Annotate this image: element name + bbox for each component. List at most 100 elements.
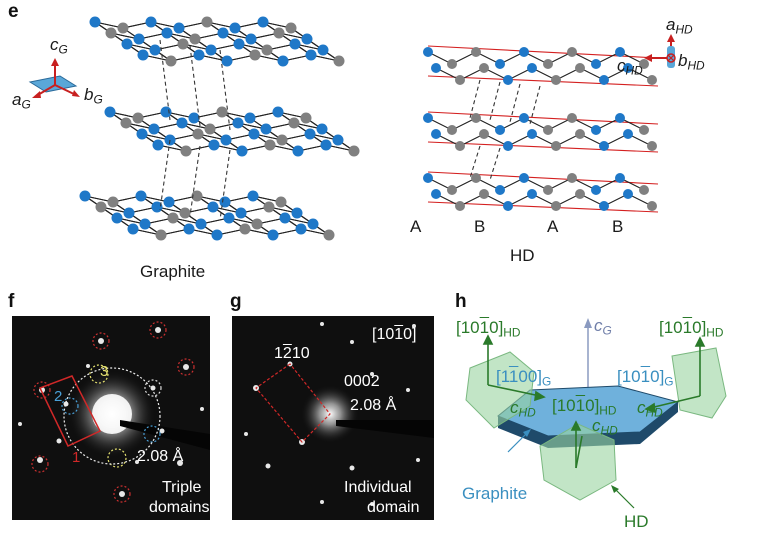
- atom: [216, 106, 228, 118]
- atom: [233, 38, 245, 50]
- atom: [276, 134, 288, 146]
- caption-g-line1: Individual: [344, 479, 412, 496]
- atom: [479, 189, 489, 199]
- atom: [133, 33, 145, 45]
- atom: [247, 190, 259, 202]
- atom: [135, 190, 147, 202]
- atom: [179, 207, 191, 219]
- atom: [277, 55, 289, 67]
- atom: [195, 218, 207, 230]
- bond: [159, 139, 171, 211]
- atom: [503, 75, 513, 85]
- atom: [317, 44, 329, 56]
- atom: [503, 141, 513, 151]
- atom: [257, 16, 269, 28]
- atom: [292, 145, 304, 157]
- atom: [300, 112, 312, 124]
- atom: [289, 38, 301, 50]
- atom: [348, 145, 360, 157]
- atom: [455, 201, 465, 211]
- atom: [132, 112, 144, 124]
- atom: [89, 16, 101, 28]
- atom: [251, 218, 263, 230]
- atom: [279, 212, 291, 224]
- atom: [431, 189, 441, 199]
- atom: [239, 223, 251, 235]
- axis-label-chd-center: cHD: [592, 416, 618, 438]
- atom: [447, 125, 457, 135]
- atom: [647, 75, 657, 85]
- atom: [639, 125, 649, 135]
- atom: [177, 38, 189, 50]
- graphite-axes-icon: [28, 58, 80, 98]
- graphite-lattice: [79, 16, 360, 241]
- atom: [623, 189, 633, 199]
- atom: [471, 113, 481, 123]
- hd-label: HD: [510, 246, 535, 265]
- axis-label-bhd: bHD: [678, 51, 705, 73]
- atom: [291, 207, 303, 219]
- atom: [221, 55, 233, 67]
- graphite-label: Graphite: [140, 262, 206, 281]
- atom: [323, 229, 335, 241]
- atom: [615, 47, 625, 57]
- atom: [145, 16, 157, 28]
- atom: [495, 185, 505, 195]
- atom: [111, 212, 123, 224]
- spot-label-0002: 0002: [344, 373, 380, 390]
- atom: [285, 22, 297, 34]
- atom: [543, 59, 553, 69]
- atom: [599, 141, 609, 151]
- atom: [295, 223, 307, 235]
- atom: [567, 47, 577, 57]
- diffraction-pattern-g: [1010] 1210 0002 2.08 Å Individual domai…: [232, 316, 434, 520]
- atom: [207, 201, 219, 213]
- atom: [575, 189, 585, 199]
- direction-label-hd-center: [1010]HD: [552, 396, 617, 418]
- atom: [123, 207, 135, 219]
- panel-letter-h: h: [455, 291, 467, 312]
- panel-letter-g: g: [230, 291, 242, 312]
- atom: [423, 113, 433, 123]
- atom: [551, 141, 561, 151]
- atom: [232, 117, 244, 129]
- atom: [248, 128, 260, 140]
- atom: [320, 139, 332, 151]
- atom: [647, 201, 657, 211]
- panel-letter-e: e: [8, 1, 19, 22]
- atom: [149, 44, 161, 56]
- atom: [267, 229, 279, 241]
- atom: [495, 59, 505, 69]
- atom: [204, 123, 216, 135]
- hd-axes-icon: [644, 34, 676, 68]
- atom: [192, 128, 204, 140]
- atom: [104, 106, 116, 118]
- atom: [639, 185, 649, 195]
- atom: [333, 55, 345, 67]
- atom: [117, 22, 129, 34]
- atom: [148, 123, 160, 135]
- atom: [272, 106, 284, 118]
- atom: [95, 201, 107, 213]
- atom: [105, 27, 117, 39]
- atom: [167, 212, 179, 224]
- atom: [273, 27, 285, 39]
- axis-label-chd: cHD: [617, 56, 643, 78]
- atom: [229, 22, 241, 34]
- atom: [471, 47, 481, 57]
- atom: [527, 63, 537, 73]
- zone-axis-g: [1010]: [372, 326, 417, 343]
- axis-label-cg-h: cG: [594, 316, 612, 338]
- atom: [260, 123, 272, 135]
- stacking-label-3: A: [547, 217, 559, 236]
- atom: [137, 49, 149, 61]
- atom: [188, 112, 200, 124]
- atom: [217, 27, 229, 39]
- axis-label-ahd: aHD: [666, 15, 693, 37]
- atom: [567, 173, 577, 183]
- atom: [208, 139, 220, 151]
- graphite-label-h: Graphite: [462, 484, 528, 503]
- atom: [599, 75, 609, 85]
- atom: [599, 201, 609, 211]
